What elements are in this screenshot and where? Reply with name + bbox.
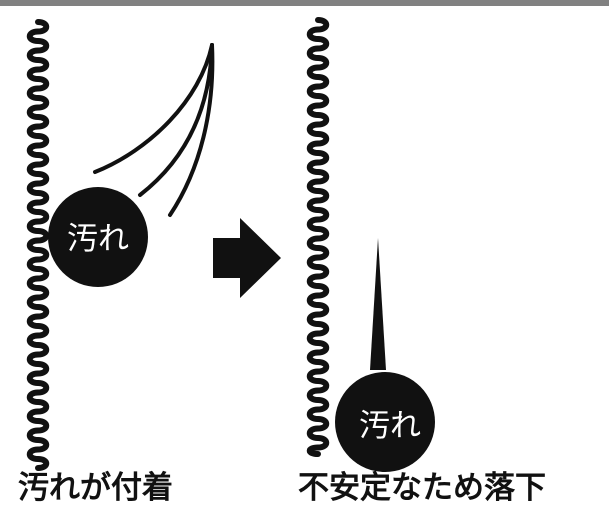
dirt-particle-after bbox=[335, 372, 435, 472]
right-arrow-icon bbox=[213, 218, 281, 298]
caption-before: 汚れが付着 bbox=[18, 470, 173, 506]
panel-after: 汚れ bbox=[306, 17, 435, 472]
caption-after: 不安定なため落下 bbox=[298, 470, 546, 506]
fiber-wave-left bbox=[26, 19, 50, 471]
cropped-top-text bbox=[0, 0, 609, 6]
force-line-2 bbox=[138, 43, 214, 197]
fiber-wave-right bbox=[306, 17, 330, 457]
fall-motion-wedge bbox=[370, 238, 386, 370]
force-lines bbox=[93, 43, 215, 217]
dirt-particle-before bbox=[48, 187, 148, 287]
force-line-3 bbox=[168, 43, 215, 217]
dirt-label-before: 汚れ bbox=[67, 221, 129, 257]
panel-before: 汚れ bbox=[26, 19, 215, 471]
force-line-1 bbox=[93, 43, 214, 174]
dirt-label-after: 汚れ bbox=[359, 408, 421, 444]
